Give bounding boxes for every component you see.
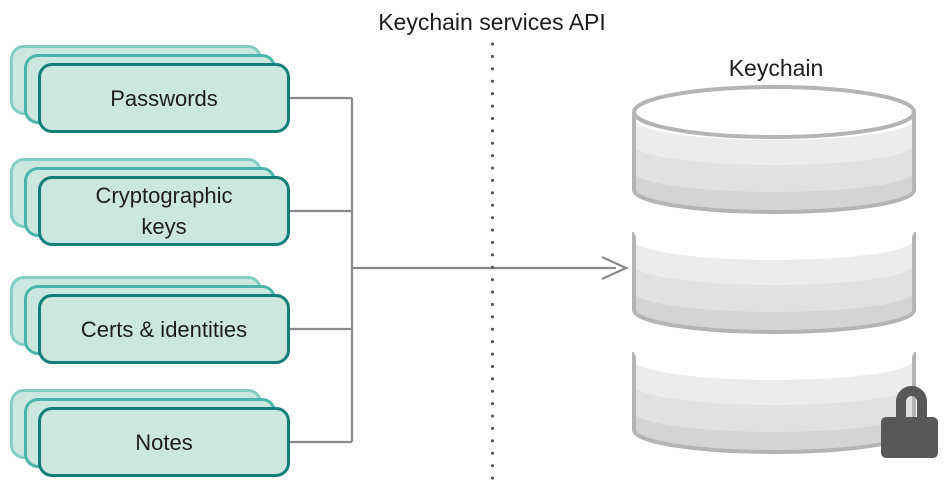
card-passwords: Passwords — [38, 63, 290, 133]
lock-icon — [881, 386, 938, 458]
database-icon — [632, 85, 916, 454]
item-stack-notes: Notes — [10, 389, 290, 478]
item-stack-certs-identities: Certs & identities — [10, 276, 290, 365]
card-notes: Notes — [38, 407, 290, 477]
card-label: Notes — [135, 429, 193, 455]
database-disc-bottom — [632, 327, 916, 454]
card-label: Cryptographic keys — [95, 183, 233, 239]
database-disc-middle — [632, 207, 916, 334]
item-stack-passwords: Passwords — [10, 45, 290, 134]
card-cryptographic-keys: Cryptographic keys — [38, 176, 290, 246]
item-stack-cryptographic-keys: Cryptographic keys — [10, 158, 290, 247]
keychain-label: Keychain — [728, 55, 824, 81]
card-label: Passwords — [110, 85, 218, 111]
bus-lines — [290, 96, 616, 444]
arrow-right-icon — [601, 256, 629, 280]
database-disc-top — [632, 85, 916, 214]
api-title: Keychain services API — [378, 9, 606, 35]
card-label: Certs & identities — [80, 316, 248, 342]
card-certs-identities: Certs & identities — [38, 294, 290, 364]
